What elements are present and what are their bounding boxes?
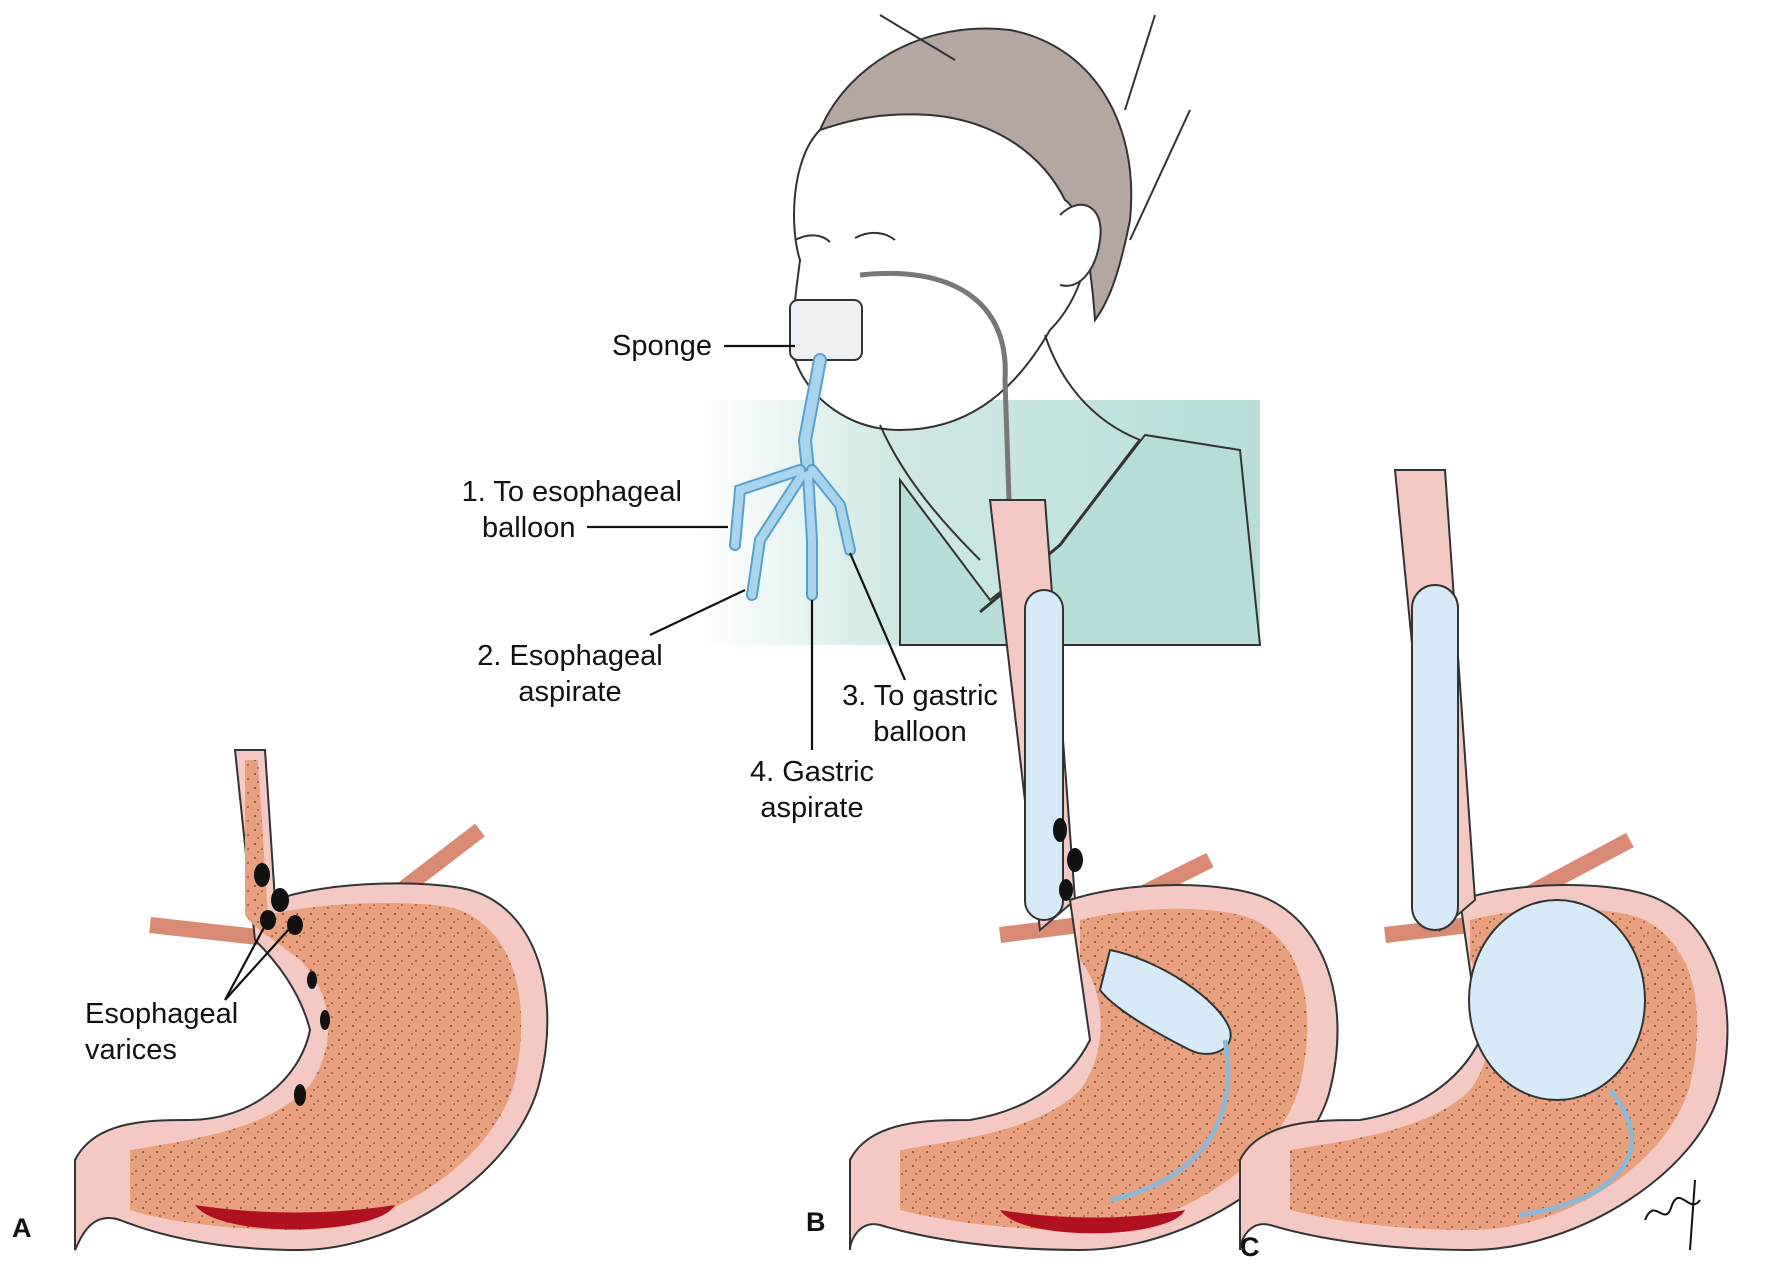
blood-pool-a <box>195 1205 395 1230</box>
leader-varices-1 <box>224 919 269 1001</box>
leader-varices-2 <box>224 927 291 1001</box>
label-gastric-aspirate: 4. Gastric aspirate <box>722 754 902 826</box>
leader-gastric-balloon <box>848 552 907 681</box>
gastric-balloon-c <box>1468 899 1646 1101</box>
varices-a <box>254 863 330 1106</box>
artist-signature <box>1644 1179 1701 1251</box>
label-sponge: Sponge <box>612 330 712 362</box>
label-to-gastric-balloon-line-1: 3. To gastric <box>842 680 998 712</box>
stomach-a <box>74 749 549 1252</box>
label-esophageal-varices: Esophageal varices <box>85 996 238 1068</box>
patient-illustration <box>700 14 1262 646</box>
pillow-lines <box>879 14 1191 241</box>
label-gastric-aspirate-line-1: 4. Gastric <box>749 756 875 788</box>
gastric-balloon-b <box>1098 948 1232 1055</box>
label-esophageal-aspirate: 2. Esophageal aspirate <box>470 638 670 710</box>
label-esophageal-aspirate-line-2: aspirate <box>518 676 622 708</box>
gastric-tube-c <box>1519 1088 1634 1218</box>
label-to-gastric-balloon: 3. To gastric balloon <box>830 678 1010 750</box>
stomach-b-inner <box>900 908 1308 1230</box>
blood-pool-b <box>1000 1210 1185 1234</box>
eye-left <box>794 234 831 243</box>
stomach-c <box>1239 469 1729 1252</box>
label-esophageal-aspirate-line-1: 2. Esophageal <box>477 640 663 672</box>
nose-sponge <box>789 299 863 361</box>
panel-label-c: C <box>1240 1232 1260 1262</box>
label-esophageal-varices-line-1: Esophageal <box>85 998 239 1030</box>
label-to-esophageal-balloon-line-2: balloon <box>482 512 576 544</box>
esophageal-balloon-b <box>1024 589 1064 921</box>
panel-label-a: A <box>12 1213 32 1243</box>
tube-branches-fill <box>731 466 854 599</box>
leader-lines <box>224 344 907 1001</box>
hair <box>818 27 1133 323</box>
esophageal-balloon-c <box>1411 584 1459 931</box>
tube-main-fill <box>799 355 825 475</box>
panel-label-b: B <box>806 1207 826 1237</box>
neck <box>879 334 1141 561</box>
stomach-a-inner <box>130 760 522 1230</box>
ear <box>1059 203 1102 287</box>
label-esophageal-varices-line-2: varices <box>85 1034 177 1066</box>
leader-esophageal-aspirate <box>649 589 746 636</box>
label-to-esophageal-balloon: 1. To esophageal balloon <box>430 474 682 546</box>
label-to-esophageal-balloon-line-1: 1. To esophageal <box>461 476 682 508</box>
label-gastric-aspirate-line-2: aspirate <box>760 792 864 824</box>
eye-right <box>854 232 896 241</box>
label-to-gastric-balloon-line-2: balloon <box>873 716 967 748</box>
gastric-tube-b <box>1109 1039 1231 1203</box>
varices-b <box>1053 818 1083 901</box>
stomach-b <box>849 499 1339 1252</box>
gastric-tube-line <box>859 270 1013 531</box>
